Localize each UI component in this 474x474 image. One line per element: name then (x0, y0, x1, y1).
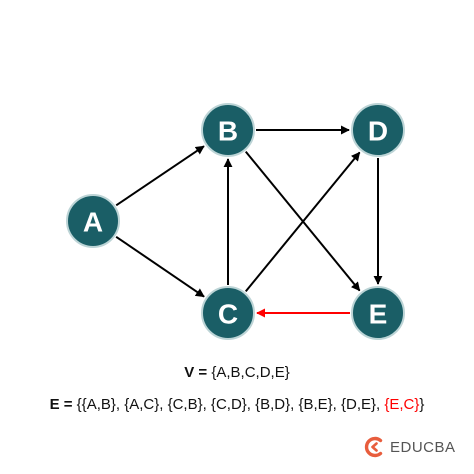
vertex-set-prefix: V = (184, 364, 208, 381)
edge-set-caption: E = {{A,B}, {A,C}, {C,B}, {C,D}, {B,D}, … (0, 396, 474, 413)
nodes-layer: A B C D E (66, 103, 405, 340)
node-b: B (201, 103, 255, 157)
vertex-set-values: {A,B,C,D,E} (211, 364, 290, 381)
node-c: C (201, 286, 255, 340)
node-label: D (368, 116, 388, 147)
node-label: A (83, 207, 103, 238)
edge-set-highlight: {E,C} (384, 396, 420, 413)
educba-logo-icon (364, 436, 383, 458)
edge-set-close: } (419, 396, 425, 413)
node-a: A (66, 194, 120, 248)
node-circle (351, 286, 405, 340)
node-circle (66, 194, 120, 248)
node-e: E (351, 286, 405, 340)
edge-a-c (115, 235, 205, 298)
node-label: B (218, 116, 238, 147)
edge-set-prefix: E = (49, 396, 73, 413)
vertex-set-caption: V = {A,B,C,D,E} (0, 364, 474, 381)
node-d: D (351, 103, 405, 157)
edge-a-b (115, 145, 205, 207)
edge-set-values: {{A,B}, {A,C}, {C,B}, {C,D}, {B,D}, {B,E… (76, 396, 381, 413)
edge-b-e (244, 151, 361, 292)
node-circle (201, 103, 255, 157)
node-label: C (218, 299, 238, 330)
node-circle (201, 286, 255, 340)
educba-brand: EDUCBA (364, 436, 474, 460)
node-circle (351, 103, 405, 157)
educba-brand-text: EDUCBA (390, 439, 456, 456)
node-label: E (369, 299, 388, 330)
edges-layer (115, 125, 383, 318)
